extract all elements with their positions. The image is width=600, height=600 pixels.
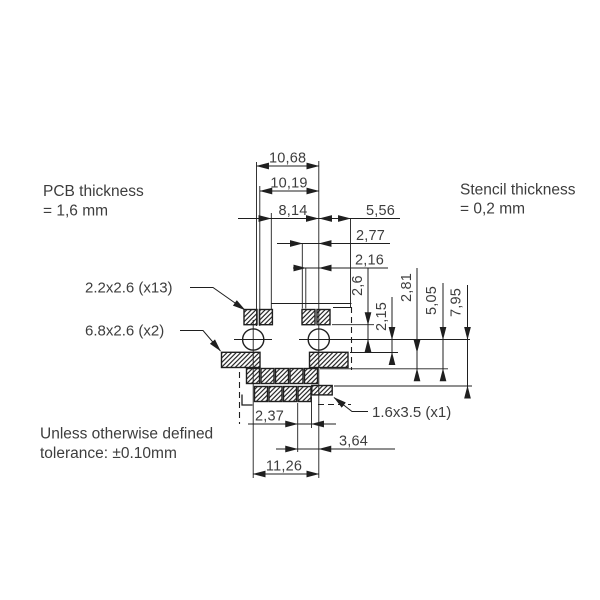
pad-bottom-row-3 [282,385,298,403]
pad-size-labels: 2.2x2.6 (x13) 6.8x2.6 (x2) 1.6x3.5 (x1) [85,280,451,422]
pad-mid-row-5 [303,367,319,385]
pad-mid-row-4 [289,367,304,385]
pad-small-top-right-2 [316,308,331,326]
note-blocks: PCB thickness = 1,6 mm Stencil thickness… [40,182,576,463]
dim-right-width: 5,56 [366,203,395,219]
pad-wide-single [311,384,333,396]
pad-mid-row-2 [260,367,275,385]
dim-pad-height: 2,6 [350,275,366,296]
hole-right-circle [307,328,331,351]
leader-small-pads [190,287,246,311]
note-pcb-thickness-line2: = 1,6 mm [43,203,108,220]
stencil-pads [220,308,349,403]
pad-large-left [220,351,261,369]
note-stencil-thickness-line1: Stencil thickness [460,182,576,199]
pad-mid-row-1 [245,367,261,385]
note-tolerance-line2: tolerance: ±0.10mm [40,445,177,462]
pad-bottom-row-2 [268,385,283,403]
pad-bottom-row-1 [253,385,269,403]
label-small-pads: 2.2x2.6 (x13) [85,280,173,297]
dimension-lines [238,162,471,478]
pad-small-top-left-2 [258,308,274,326]
pad-small-top-right-1 [301,308,316,326]
corner-bracket-mark [241,394,253,406]
note-stencil-thickness-line2: = 0,2 mm [460,201,525,218]
label-single-pad: 1.6x3.5 (x1) [372,404,451,421]
dim-row3-offset: 5,05 [424,286,440,315]
dim-inner-width: 10,19 [270,176,307,192]
pad-mid-row-3 [274,367,290,385]
pad-small-top-left-1 [243,308,258,326]
dim-outer-width: 10,68 [269,151,306,167]
label-large-pads: 6.8x2.6 (x2) [85,323,164,340]
dim-row2-offset: 2,81 [399,273,415,302]
dim-row1-offset: 2,15 [374,302,390,331]
dim-bottom-mid: 3,64 [339,434,368,450]
leader-single-pad [333,397,368,412]
dimension-texts: 10,68 10,19 8,14 5,56 2,77 2,16 2,37 3,6… [255,151,465,475]
dim-bottom-small: 2,37 [255,409,284,425]
dim-row4-offset: 7,95 [449,288,465,317]
pad-large-right [308,351,349,369]
hole-left-circle [241,328,265,351]
leader-lines [180,287,368,412]
extension-lines [252,161,472,478]
note-tolerance-line1: Unless otherwise defined [40,426,213,443]
leader-large-pads [180,330,221,352]
dim-left-width: 8,14 [278,203,307,219]
dim-hole-offset: 2,16 [355,253,384,269]
mounting-holes [234,328,337,351]
dim-hole-pitch: 11,26 [266,459,302,475]
note-pcb-thickness-line1: PCB thickness [43,183,144,200]
dim-pad-offset: 2,77 [356,228,385,244]
pad-bottom-row-4 [297,385,312,403]
hidden-outline-dashed [238,307,353,424]
